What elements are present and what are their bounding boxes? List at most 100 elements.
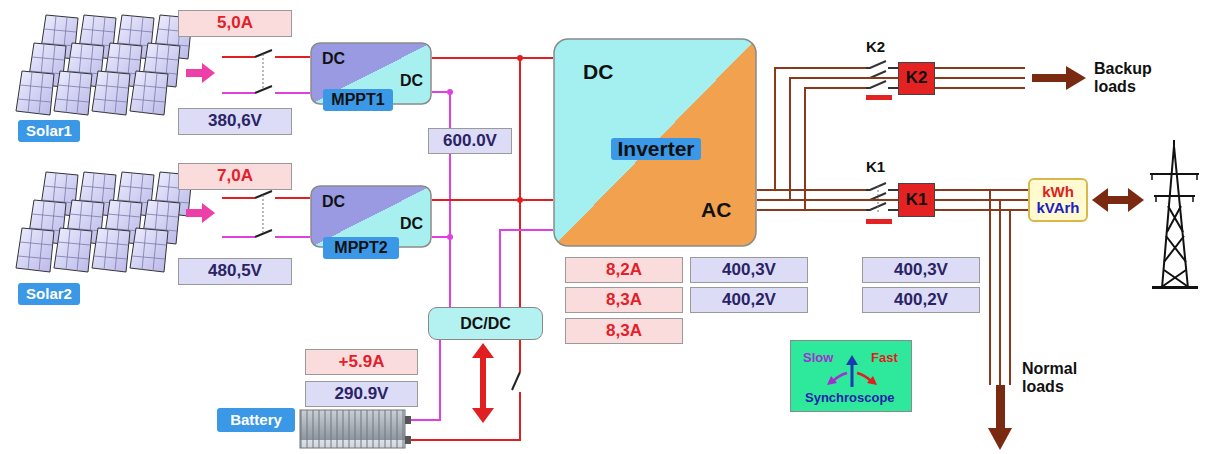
junction-dots bbox=[447, 234, 453, 240]
junction-dots bbox=[447, 89, 453, 95]
grid-arrow bbox=[1092, 188, 1144, 212]
dc-wires bbox=[222, 236, 310, 238]
solar-panel bbox=[16, 228, 54, 272]
load-arrows bbox=[1032, 74, 1068, 82]
power-pylon bbox=[1162, 146, 1188, 288]
pink-arrows bbox=[186, 63, 215, 83]
pink-arrows bbox=[186, 203, 215, 223]
value-box: 400,3V bbox=[690, 257, 808, 283]
solar-panel bbox=[92, 71, 130, 115]
value-box: 400,3V bbox=[862, 257, 980, 283]
solar-panel bbox=[16, 71, 54, 115]
name-tag: Solar2 bbox=[18, 283, 80, 305]
node-text: MPPT2 bbox=[334, 239, 387, 257]
name-tag: Inverter bbox=[611, 138, 701, 160]
value-box: +5.9A bbox=[305, 349, 418, 375]
value-box: 380,6V bbox=[178, 108, 292, 135]
node-text: Inverter bbox=[617, 137, 694, 160]
dcdc-converter: DC/DC bbox=[428, 307, 543, 340]
battery-symbol bbox=[300, 410, 405, 448]
value-box: 5,0A bbox=[178, 10, 292, 37]
wire-connector bbox=[757, 199, 898, 201]
value-box: 400,2V bbox=[862, 287, 980, 313]
power-pylon bbox=[1150, 140, 1199, 196]
node-text: DC bbox=[322, 50, 345, 68]
mppt-converter: DCDCMPPT1 bbox=[310, 42, 432, 105]
wire-connector bbox=[757, 78, 898, 200]
solar-panel bbox=[54, 228, 92, 272]
battery-symbol bbox=[300, 410, 411, 448]
contactor-box: K1 bbox=[898, 183, 935, 217]
battery-symbol bbox=[405, 436, 411, 444]
name-tag: Solar1 bbox=[18, 120, 80, 142]
node-text: Synchroscope bbox=[805, 391, 895, 405]
node-text: DC/DC bbox=[460, 315, 511, 333]
load-arrows bbox=[1066, 66, 1086, 90]
node-text: 400,2V bbox=[894, 291, 948, 310]
dc-wires bbox=[255, 50, 272, 237]
battery-flow-arrow bbox=[472, 408, 494, 423]
power-pylon bbox=[1152, 174, 1197, 202]
wire-connector bbox=[432, 57, 553, 59]
node-text: 400,2V bbox=[722, 291, 776, 310]
value-box: 600.0V bbox=[428, 128, 512, 154]
node-text: 400,3V bbox=[722, 261, 776, 280]
ac-wires bbox=[990, 190, 1010, 385]
load-arrows bbox=[988, 428, 1012, 450]
load-label: Normal loads bbox=[1022, 360, 1102, 397]
ac-switches bbox=[866, 219, 892, 224]
node-text: Slow bbox=[803, 351, 833, 365]
node-text: 600.0V bbox=[443, 132, 497, 151]
value-box: 480,5V bbox=[178, 258, 292, 285]
energy-meter: kWhkVArh bbox=[1028, 178, 1088, 222]
value-box: 8,3A bbox=[565, 318, 683, 344]
node-text: 400,3V bbox=[894, 261, 948, 280]
name-tag: MPPT2 bbox=[323, 237, 399, 259]
power-pylon bbox=[1152, 286, 1198, 289]
battery-flow-arrow bbox=[480, 356, 486, 410]
node-text: 380,6V bbox=[208, 112, 262, 131]
inverter-box: DC AC Inverter bbox=[553, 38, 757, 247]
node-text: 290.9V bbox=[335, 385, 389, 404]
name-tag: MPPT1 bbox=[323, 89, 393, 111]
ac-wires bbox=[757, 68, 1028, 385]
dc-wires bbox=[263, 54, 264, 234]
ac-wires bbox=[935, 68, 1025, 88]
solar-panel bbox=[92, 228, 130, 272]
power-pylon bbox=[1150, 140, 1199, 289]
power-pylon bbox=[1163, 206, 1187, 286]
contactor-box: K2 bbox=[898, 62, 935, 95]
grid-arrow bbox=[1128, 188, 1144, 212]
name-tag: Battery bbox=[217, 408, 295, 432]
wire-connector bbox=[432, 199, 553, 201]
node-text: 8,2A bbox=[606, 261, 642, 280]
node-text: DC bbox=[400, 72, 423, 90]
node-text: Solar2 bbox=[26, 286, 72, 303]
node-text: K2 bbox=[906, 69, 928, 88]
dc-wires bbox=[222, 56, 310, 58]
solar-panels bbox=[16, 15, 192, 272]
node-text: K1 bbox=[906, 191, 928, 210]
node-text: 8,3A bbox=[606, 322, 642, 341]
synchroscope-box: Slow FastSynchroscope bbox=[790, 340, 912, 412]
value-box: 8,3A bbox=[565, 287, 683, 313]
node-text: kVArh bbox=[1036, 200, 1079, 217]
node-text: Battery bbox=[230, 412, 282, 429]
value-box: 7,0A bbox=[178, 163, 292, 190]
node-text: 7,0A bbox=[217, 167, 253, 186]
node-text: 8,3A bbox=[606, 291, 642, 310]
node-text: Solar1 bbox=[26, 123, 72, 140]
value-box: 400,2V bbox=[690, 287, 808, 313]
node-text: +5.9A bbox=[339, 353, 385, 372]
contactor-label: K1 bbox=[866, 158, 885, 175]
battery-flow-arrow bbox=[472, 343, 494, 423]
node-text: DC bbox=[583, 60, 613, 83]
grid-arrow bbox=[1106, 196, 1130, 204]
solar-panel bbox=[130, 71, 168, 115]
node-text: Fast bbox=[871, 351, 898, 365]
contactor-label: K2 bbox=[866, 38, 885, 55]
ac-switches bbox=[866, 61, 898, 88]
node-text: AC bbox=[701, 198, 731, 221]
node-text: 480,5V bbox=[208, 262, 262, 281]
dc-wires bbox=[512, 372, 520, 390]
